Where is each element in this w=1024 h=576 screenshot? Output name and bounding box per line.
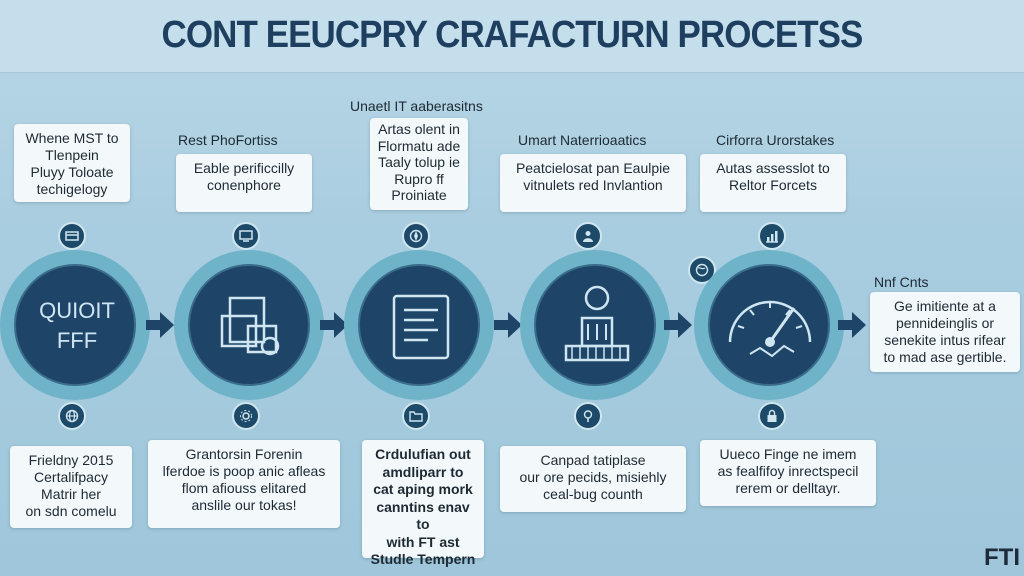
gauge-icon bbox=[728, 300, 812, 358]
step-3-heading: Unaetl IT aaberasitns bbox=[350, 98, 483, 114]
arrow-right-icon bbox=[494, 312, 522, 338]
step-5-bottom-box: Uueco Finge ne imem as fealfifoy inrects… bbox=[700, 440, 876, 506]
final-box: Ge imitiente at a pennideinglis or senek… bbox=[870, 292, 1020, 372]
step-5-bottom-line-1: Uueco Finge ne imem bbox=[719, 446, 857, 462]
step-4-bottom-box: Canpad tatiplase our ore pecids, misiehl… bbox=[500, 446, 686, 512]
globe-icon bbox=[58, 402, 86, 430]
person-icon bbox=[574, 222, 602, 250]
step-1-bottom-box: Frieldny 2015 Certalifpacy Matrir her on… bbox=[10, 446, 132, 528]
header-banner: CONT EEUCPRY CRAFACTURN PROCETSS bbox=[0, 0, 1024, 73]
step-3-top-line-1: Artas olent in bbox=[378, 121, 460, 137]
final-line-2: pennideinglis or bbox=[895, 315, 995, 331]
step-5-top-line-2: Reltor Forcets bbox=[729, 177, 817, 193]
arrow-right-icon bbox=[664, 312, 692, 338]
step-3-bottom-box: Crdulufian out amdliparr to cat aping mo… bbox=[362, 440, 484, 567]
step-5-bottom-line-3: rerem or delltayr. bbox=[735, 480, 841, 496]
final-line-3: senekite intus rifear bbox=[884, 332, 1006, 348]
step-4-bottom-line-1: Canpad tatiplase bbox=[540, 452, 646, 468]
step-1-top-line-4: techigelogy bbox=[36, 181, 108, 197]
step-2-circle bbox=[174, 250, 324, 400]
compass-icon bbox=[402, 222, 430, 250]
step-1-top-line-1: Whene MST to bbox=[25, 130, 119, 146]
gear-icon bbox=[232, 402, 260, 430]
factory-icon bbox=[564, 285, 630, 362]
folder-icon bbox=[402, 402, 430, 430]
step-3-bottom-line-4: canntins enav to bbox=[376, 498, 470, 533]
step-3-circle bbox=[344, 250, 494, 400]
step-2-bottom-line-3: flom afiouss elitared bbox=[181, 480, 307, 496]
arrow-right-icon bbox=[146, 312, 174, 338]
step-3-top-line-4: Rupro ff bbox=[394, 170, 444, 187]
monitor-icon bbox=[232, 222, 260, 250]
step-4-bottom-line-3: ceal-bug counth bbox=[543, 486, 643, 502]
documents-icon bbox=[220, 296, 280, 356]
step-3-bottom-line-1: Crdulufian out bbox=[375, 446, 471, 462]
final-heading: Nnf Cnts bbox=[874, 274, 929, 290]
step-2-bottom-line-1: Grantorsin Forenin bbox=[185, 446, 303, 462]
lightbulb-icon bbox=[574, 402, 602, 430]
step-1-bottom-line-1: Frieldny 2015 bbox=[28, 452, 114, 468]
step-3-top-line-2: Flormatu ade bbox=[377, 137, 461, 154]
step-2-bottom-line-2: lferdoe is poop anic afleas bbox=[162, 463, 326, 479]
step-4-heading: Umart Naterrioaatics bbox=[518, 132, 647, 148]
arrow-right-icon bbox=[320, 312, 348, 338]
step-1-circle-line-2: FFF bbox=[56, 328, 98, 353]
step-2-bottom-line-4: anslile our tokas! bbox=[191, 497, 297, 513]
final-line-1: Ge imitiente at a bbox=[894, 298, 996, 314]
step-4-bottom-line-2: our ore pecids, misiehly bbox=[519, 469, 667, 485]
step-3-bottom-line-5: with FT ast bbox=[386, 533, 460, 550]
step-1-top-box: Whene MST to Tlenpein Pluyy Toloate tech… bbox=[14, 124, 130, 202]
step-1-bottom-line-4: on sdn comelu bbox=[25, 503, 117, 519]
step-2-top-box: Eable perificcilly conenphore bbox=[176, 154, 312, 212]
step-5-heading: Cirforra Urorstakes bbox=[716, 132, 835, 148]
step-3-bottom-line-6: Studle Tempern bbox=[370, 551, 476, 567]
step-3-top-line-5: Proiniate bbox=[391, 187, 447, 203]
step-5-bottom-line-2: as fealfifoy inrectspecil bbox=[717, 463, 859, 479]
step-3-top-box: Artas olent in Flormatu ade Taaly tolup … bbox=[370, 118, 468, 210]
step-1-bottom-line-3: Matrir her bbox=[41, 486, 101, 502]
brand-logo: FTI bbox=[984, 544, 1020, 571]
card-icon bbox=[58, 222, 86, 250]
step-1-circle-line-1: QUIOIT bbox=[39, 298, 115, 323]
arrow-right-icon bbox=[838, 312, 866, 338]
step-2-top-line-1: Eable perificcilly bbox=[193, 160, 295, 176]
step-1-top-line-3: Pluyy Toloate bbox=[30, 164, 114, 180]
final-line-4: to mad ase gertible. bbox=[883, 349, 1007, 365]
step-4-top-line-1: Peatcielosat pan Eaulpie bbox=[515, 160, 671, 176]
step-2-top-line-2: conenphore bbox=[207, 177, 281, 193]
step-2-heading: Rest PhoFortiss bbox=[178, 132, 278, 148]
step-5-circle bbox=[694, 250, 844, 400]
step-1-top-line-2: Tlenpein bbox=[45, 147, 99, 163]
step-3-bottom-line-3: cat aping mork bbox=[373, 481, 473, 497]
step-1-circle: QUIOIT FFF bbox=[0, 250, 150, 400]
step-1-bottom-line-2: Certalifpacy bbox=[34, 469, 108, 485]
step-4-top-box: Peatcielosat pan Eaulpie vitnulets red I… bbox=[500, 154, 686, 212]
step-5-top-line-1: Autas assesslot to bbox=[716, 160, 830, 176]
chart-icon bbox=[758, 222, 786, 250]
step-3-bottom-line-2: amdliparr to bbox=[382, 463, 464, 480]
step-4-circle bbox=[520, 250, 670, 400]
step-3-top-line-3: Taaly tolup ie bbox=[378, 154, 460, 170]
document-icon bbox=[392, 294, 450, 360]
step-4-top-line-2: vitnulets red Invlantion bbox=[523, 177, 663, 193]
step-5-top-box: Autas assesslot to Reltor Forcets bbox=[700, 154, 846, 212]
lock-icon bbox=[758, 402, 786, 430]
step-2-bottom-box: Grantorsin Forenin lferdoe is poop anic … bbox=[148, 440, 340, 528]
page-title: CONT EEUCPRY CRAFACTURN PROCETSS bbox=[161, 14, 864, 56]
